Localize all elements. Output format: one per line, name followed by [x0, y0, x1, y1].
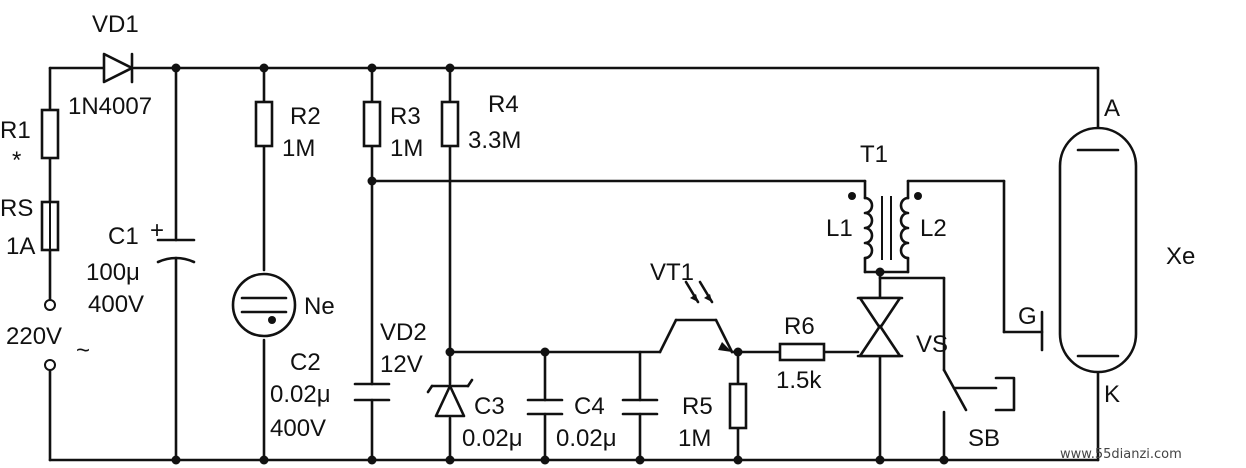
resistor-r3 [362, 100, 382, 148]
label-r1-mark: * [12, 147, 21, 174]
label-r3: R3 [390, 103, 421, 130]
label-c1-volt: 400V [88, 291, 144, 318]
label-c1-val: 100μ [86, 259, 140, 286]
fuse-rs [40, 200, 60, 252]
label-rs-val: 1A [6, 233, 35, 260]
xenon-tube-xe [1040, 126, 1138, 374]
capacitor-c4 [621, 398, 659, 416]
label-r2-val: 1M [282, 135, 315, 162]
label-c2: C2 [290, 349, 321, 376]
label-k: K [1104, 381, 1120, 408]
label-sb: SB [968, 425, 1000, 452]
label-c3-val: 0.02μ [462, 425, 523, 452]
label-g: G [1018, 303, 1037, 330]
label-ne: Ne [304, 293, 335, 320]
label-t1: T1 [860, 141, 888, 168]
label-input-ac: ~ [76, 337, 90, 364]
label-r3-val: 1M [390, 135, 423, 162]
label-xe: Xe [1166, 243, 1195, 270]
label-c1-plus: + [150, 217, 164, 244]
label-vd1: VD1 [92, 11, 139, 38]
capacitor-c1 [156, 238, 196, 264]
label-vd1-part: 1N4007 [68, 93, 152, 120]
junction-dots [171, 63, 949, 465]
resistor-r5 [728, 382, 748, 430]
label-vs: VS [916, 331, 948, 358]
label-c1: C1 [108, 223, 139, 250]
zener-vd2 [426, 378, 474, 418]
label-rs: RS [0, 195, 33, 222]
resistor-r4 [440, 100, 460, 148]
neon-lamp-ne [231, 272, 297, 338]
watermark: www.55dianzi.com [1060, 447, 1182, 462]
phototransistor-vt1 [674, 280, 732, 352]
input-terminal-bottom [44, 359, 56, 371]
label-input-volt: 220V [6, 323, 62, 350]
label-c4-val: 0.02μ [556, 425, 617, 452]
resistor-r2 [254, 100, 274, 148]
label-a: A [1104, 95, 1120, 122]
label-vt1: VT1 [650, 259, 694, 286]
label-r1: R1 [0, 117, 31, 144]
label-r6-val: 1.5k [776, 367, 822, 394]
label-l1: L1 [826, 215, 853, 242]
component-labels: VD1 1N4007 R1 * RS 1A C1 + 100μ 400V 220… [0, 11, 1195, 452]
label-c3: C3 [474, 393, 505, 420]
input-terminal-top [44, 299, 56, 311]
resistor-r6 [778, 342, 826, 362]
capacitor-c2 [353, 382, 391, 402]
label-c4: C4 [574, 393, 605, 420]
transformer-t1 [848, 192, 922, 260]
capacitor-c3 [526, 398, 564, 416]
label-r2: R2 [290, 103, 321, 130]
label-r4-val: 3.3M [468, 127, 521, 154]
label-r6: R6 [784, 313, 815, 340]
diode-vd1 [102, 52, 134, 84]
label-c2-volt: 400V [270, 415, 326, 442]
switch-sb [942, 368, 1016, 412]
label-vd2-val: 12V [380, 351, 423, 378]
label-r5: R5 [682, 393, 713, 420]
wires [48, 66, 1100, 462]
label-r4: R4 [488, 91, 519, 118]
label-l2: L2 [920, 215, 947, 242]
label-vd2: VD2 [380, 319, 427, 346]
resistor-r1 [40, 108, 60, 160]
label-c2-val: 0.02μ [270, 381, 331, 408]
triac-vs [856, 296, 904, 358]
label-r5-val: 1M [678, 425, 711, 452]
